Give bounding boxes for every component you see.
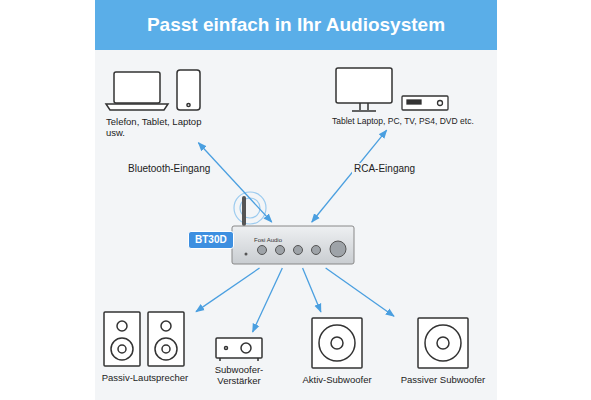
amplifier-node: BT30D Fosi Audio <box>188 198 356 266</box>
device-node: Subwoofer-Verstärker <box>210 336 268 387</box>
passive-speakers-icon <box>104 312 184 366</box>
signal-arrow <box>303 268 321 312</box>
device-caption: Tablet Laptop, PC, TV, PS4, DVD etc. <box>332 116 497 126</box>
subwoofer-amp-icon <box>216 338 262 361</box>
device-node: Passiv-Lautsprecher <box>98 310 192 383</box>
device-caption: Passiver Subwoofer <box>398 374 488 385</box>
signal-arrow <box>253 268 283 332</box>
passive-subwoofer-icon <box>418 318 468 368</box>
device-node: Telefon, Tablet, Laptop usw. <box>106 68 218 139</box>
signal-arrow <box>312 130 387 222</box>
edge-label: RCA-Eingang <box>352 163 417 174</box>
device-caption: Telefon, Tablet, Laptop usw. <box>106 116 218 139</box>
signal-arrow <box>198 143 271 222</box>
phone-icon <box>177 70 200 110</box>
signal-arrow <box>196 268 260 312</box>
title-band <box>95 0 497 50</box>
device-node: Passiver Subwoofer <box>398 316 488 385</box>
laptop-icon <box>106 72 168 110</box>
model-badge: BT30D <box>188 231 234 249</box>
brand-text: Fosi Audio <box>254 237 356 244</box>
amplifier-illustration <box>232 192 354 264</box>
edge-label: Bluetooth-Eingang <box>126 163 212 174</box>
monitor-icon <box>336 68 392 111</box>
device-caption: Subwoofer-Verstärker <box>210 364 268 387</box>
device-caption: Aktiv-Subwoofer <box>292 374 382 385</box>
device-node: Tablet Laptop, PC, TV, PS4, DVD etc. <box>332 66 497 126</box>
signal-arrow <box>326 268 394 316</box>
title: Passt einfach in Ihr Audiosystem <box>95 0 497 50</box>
background-panel <box>95 50 497 400</box>
device-node: Aktiv-Subwoofer <box>292 316 382 385</box>
dvd-player-icon <box>402 96 448 110</box>
device-caption: Passiv-Lautsprecher <box>98 372 192 383</box>
active-subwoofer-icon <box>312 318 362 368</box>
